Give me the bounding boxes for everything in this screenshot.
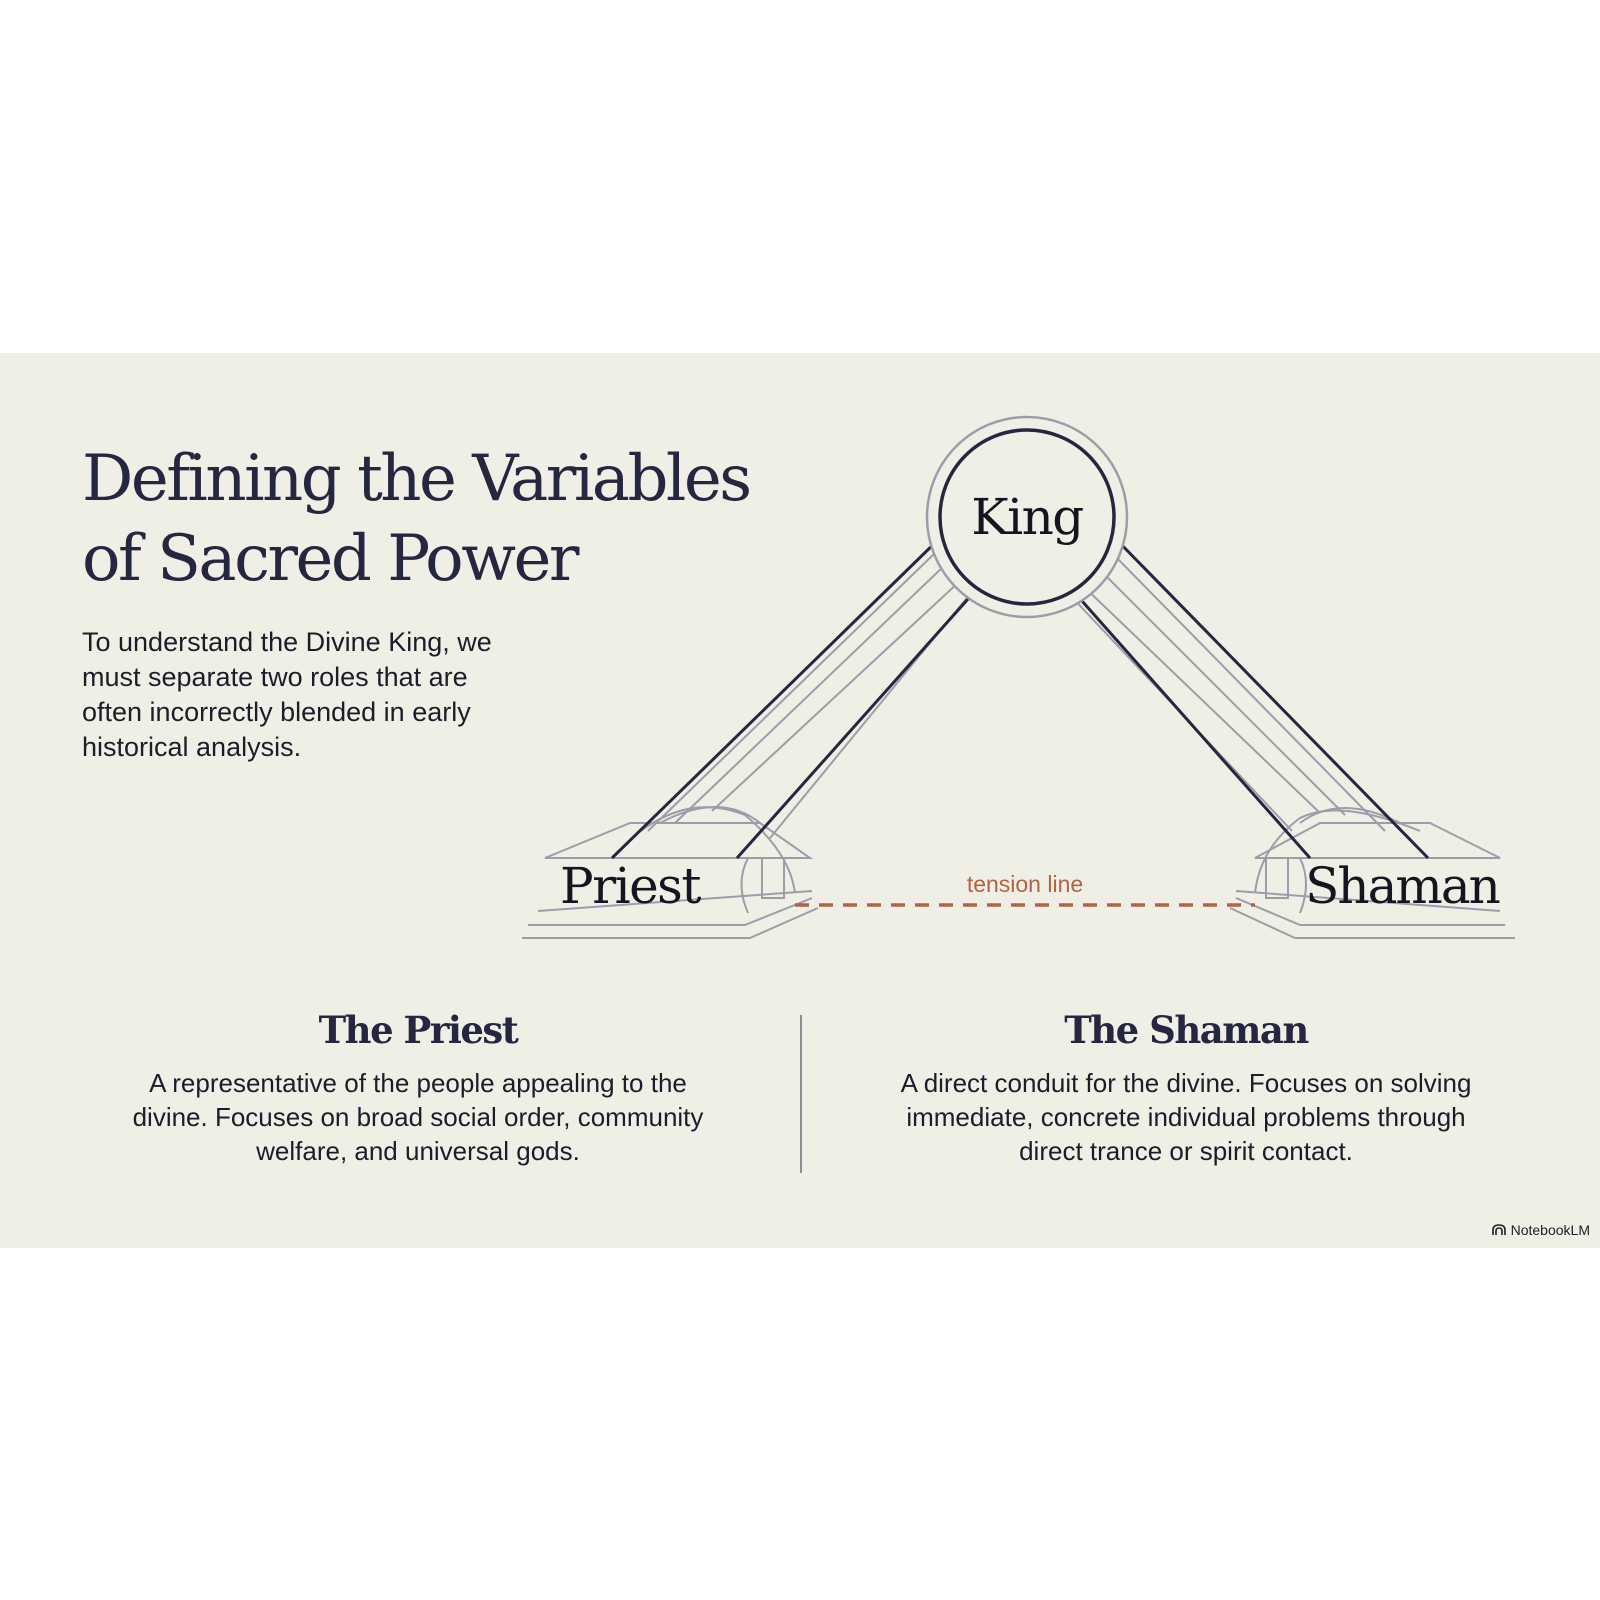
intro-text: To understand the Divine King, we must s… [82, 627, 492, 762]
priest-heading: The Priest [318, 1008, 519, 1052]
king-medallion: King [925, 415, 1129, 619]
priest-temple [522, 806, 819, 939]
dark-beams [610, 533, 1430, 860]
tension-line-label: tension line [967, 871, 1083, 897]
priest-column: The Priest A representative of the peopl… [108, 1008, 728, 1168]
slide: Defining the Variables of Sacred Power T… [0, 353, 1600, 1248]
priest-label: Priest [560, 857, 701, 915]
king-label: King [971, 488, 1083, 546]
power-triangle-diagram: tension line King Priest Shaman [522, 415, 1515, 939]
notebooklm-brand: NotebookLM [1491, 1222, 1590, 1238]
shaman-description: A direct conduit for the divine. Focuses… [900, 1068, 1472, 1166]
notebooklm-logo-icon [1491, 1224, 1506, 1235]
shaman-temple [1229, 807, 1515, 939]
shaman-label: Shaman [1305, 857, 1499, 915]
slide-title: Defining the Variables of Sacred Power [82, 442, 752, 596]
priest-description: A representative of the people appealing… [132, 1068, 704, 1166]
brand-label: NotebookLM [1510, 1222, 1590, 1238]
shaman-heading: The Shaman [1064, 1008, 1309, 1052]
shaman-column: The Shaman A direct conduit for the divi… [876, 1008, 1496, 1168]
column-divider [800, 1015, 802, 1173]
